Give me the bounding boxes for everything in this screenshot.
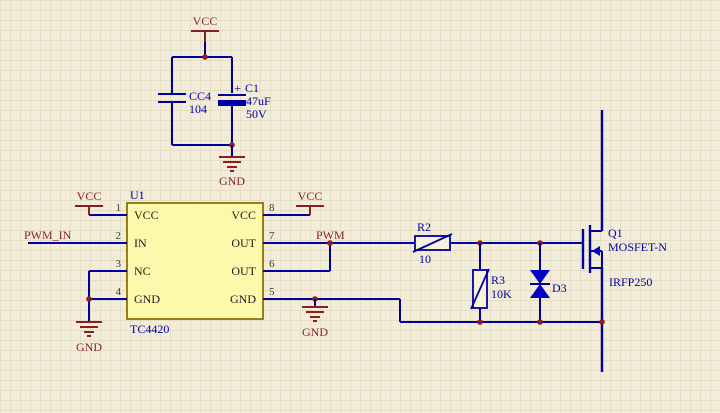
ref-designator: R2 xyxy=(417,220,431,234)
pin-name: VCC xyxy=(231,208,256,222)
diode-d3[interactable]: D3 xyxy=(530,243,567,322)
pin-number: 5 xyxy=(269,286,275,298)
pin-name: GND xyxy=(134,292,160,306)
junction-dot xyxy=(86,296,92,302)
part-number: IRFP250 xyxy=(609,275,652,289)
type-label: MOSFET-N xyxy=(608,240,667,254)
ref-designator: CC4 xyxy=(189,89,211,103)
pin-number: 4 xyxy=(116,286,122,298)
pin-name: NC xyxy=(134,264,151,278)
power-port-vcc-top[interactable]: VCC xyxy=(191,14,219,42)
pin-number: 2 xyxy=(116,230,122,242)
net-label-pwm[interactable]: PWM xyxy=(316,228,345,242)
pin-name: OUT xyxy=(231,264,256,278)
resistor-slash xyxy=(470,268,490,310)
ref-designator: R3 xyxy=(491,273,505,287)
ref-designator: Q1 xyxy=(608,226,623,240)
resistor-slash xyxy=(412,233,453,253)
diode-triangle-icon xyxy=(530,284,550,298)
ref-designator: C1 xyxy=(245,81,259,95)
vcc-label: VCC xyxy=(193,14,218,28)
pin-number: 6 xyxy=(269,258,275,270)
pin-name: GND xyxy=(230,292,256,306)
capacitor-c1[interactable]: + C1 47uF 50V xyxy=(218,57,271,145)
pin-name: IN xyxy=(134,236,147,250)
gnd-label: GND xyxy=(302,325,328,339)
pin-number: 8 xyxy=(269,202,275,214)
mosfet-q1[interactable]: Q1 MOSFET-N IRFP250 xyxy=(581,225,667,289)
power-port-gnd-top[interactable]: GND xyxy=(219,156,245,188)
arrow-icon xyxy=(592,246,600,256)
junction-dot xyxy=(537,319,543,325)
power-port-vcc-right[interactable]: VCC xyxy=(296,189,324,215)
diode-triangle-icon xyxy=(530,270,550,284)
pin-number: 3 xyxy=(116,258,122,270)
vcc-label: VCC xyxy=(298,189,323,203)
resistor-r3[interactable]: R3 10K xyxy=(470,243,512,322)
capacitor-cc4[interactable]: CC4 104 xyxy=(158,57,211,145)
power-port-gnd-right[interactable]: GND xyxy=(302,306,328,339)
voltage-label: 50V xyxy=(246,107,267,121)
junction-dot xyxy=(202,54,208,60)
ref-designator: U1 xyxy=(130,188,145,202)
pin-number: 1 xyxy=(116,202,122,214)
resistor-r2[interactable]: R2 10 xyxy=(412,220,453,266)
ref-designator: D3 xyxy=(552,281,567,295)
value-label: 10 xyxy=(419,252,431,266)
junction-dot xyxy=(327,240,333,246)
junction-dot xyxy=(477,319,483,325)
pin-number: 7 xyxy=(269,230,275,242)
pin-name: OUT xyxy=(231,236,256,250)
vcc-label: VCC xyxy=(77,189,102,203)
power-port-vcc-left[interactable]: VCC xyxy=(75,189,103,215)
junction-dot xyxy=(599,319,605,325)
ic-body xyxy=(126,202,264,320)
power-port-gnd-left[interactable]: GND xyxy=(76,321,102,354)
pin-name: VCC xyxy=(134,208,159,222)
value-label: 47uF xyxy=(246,94,271,108)
ic-u1[interactable]: U1 TC4420 1 2 3 4 VCC IN NC GND 8 7 6 5 … xyxy=(116,188,276,336)
value-label: 104 xyxy=(189,102,207,116)
cap-plate-polarized xyxy=(218,100,246,106)
gnd-label: GND xyxy=(219,174,245,188)
net-label-pwm-in[interactable]: PWM_IN xyxy=(24,228,72,242)
gnd-label: GND xyxy=(76,340,102,354)
value-label: 10K xyxy=(491,287,512,301)
part-number: TC4420 xyxy=(130,322,169,336)
plus-sign: + xyxy=(234,81,241,95)
